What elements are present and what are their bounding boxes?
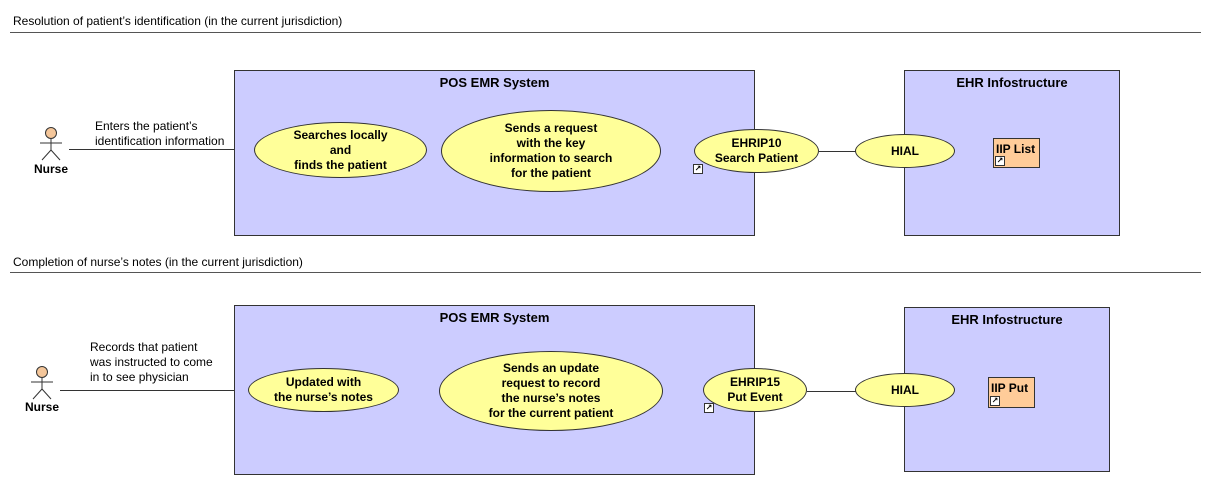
actor-label: Nurse — [24, 400, 59, 414]
component-label: IIP List — [996, 142, 1036, 156]
shortcut-arrow-icon: ↗ — [693, 164, 703, 174]
use-case-ehrip15-put-event[interactable]: EHRIP15 Put Event — [703, 368, 807, 412]
component-iip-put[interactable]: IIP Put ↗ — [988, 377, 1035, 408]
system-title: POS EMR System — [439, 310, 550, 325]
actor-association-line — [69, 149, 255, 150]
use-case-send-search-request[interactable]: Sends a request with the key information… — [441, 110, 661, 192]
component-label: IIP Put — [991, 381, 1029, 395]
use-case-send-update-request[interactable]: Sends an update request to record the nu… — [439, 351, 663, 431]
use-case-ehrip10-search-patient[interactable]: EHRIP10 Search Patient — [694, 129, 819, 173]
actor-association-line — [60, 390, 250, 391]
actor-nurse[interactable]: Nurse — [26, 126, 76, 178]
section-divider — [10, 32, 1201, 33]
system-title: POS EMR System — [439, 75, 550, 90]
stick-figure-icon — [31, 366, 53, 400]
shortcut-arrow-icon: ↗ — [704, 403, 714, 413]
shortcut-arrow-icon: ↗ — [990, 396, 1000, 406]
system-title: EHR Infostructure — [951, 312, 1063, 327]
actor-label: Nurse — [33, 162, 68, 176]
section-title: Resolution of patient’s identification (… — [13, 14, 343, 28]
use-case-search-locally[interactable]: Searches locally and finds the patient — [254, 122, 427, 178]
stick-figure-icon — [40, 127, 62, 161]
section-divider — [10, 272, 1201, 273]
association-label: Records that patient was instructed to c… — [90, 340, 213, 384]
connector-line — [807, 391, 856, 392]
system-title: EHR Infostructure — [956, 75, 1068, 90]
association-label: Enters the patient’s identification info… — [95, 119, 225, 148]
connector-line — [819, 151, 856, 152]
use-case-hial[interactable]: HIAL — [855, 373, 955, 407]
section-title: Completion of nurse’s notes (in the curr… — [13, 255, 303, 269]
use-case-hial[interactable]: HIAL — [855, 134, 955, 168]
actor-nurse[interactable]: Nurse — [17, 365, 67, 417]
component-iip-list[interactable]: IIP List ↗ — [993, 138, 1040, 168]
shortcut-arrow-icon: ↗ — [995, 156, 1005, 166]
use-case-updated-with-notes[interactable]: Updated with the nurse’s notes — [248, 368, 399, 412]
